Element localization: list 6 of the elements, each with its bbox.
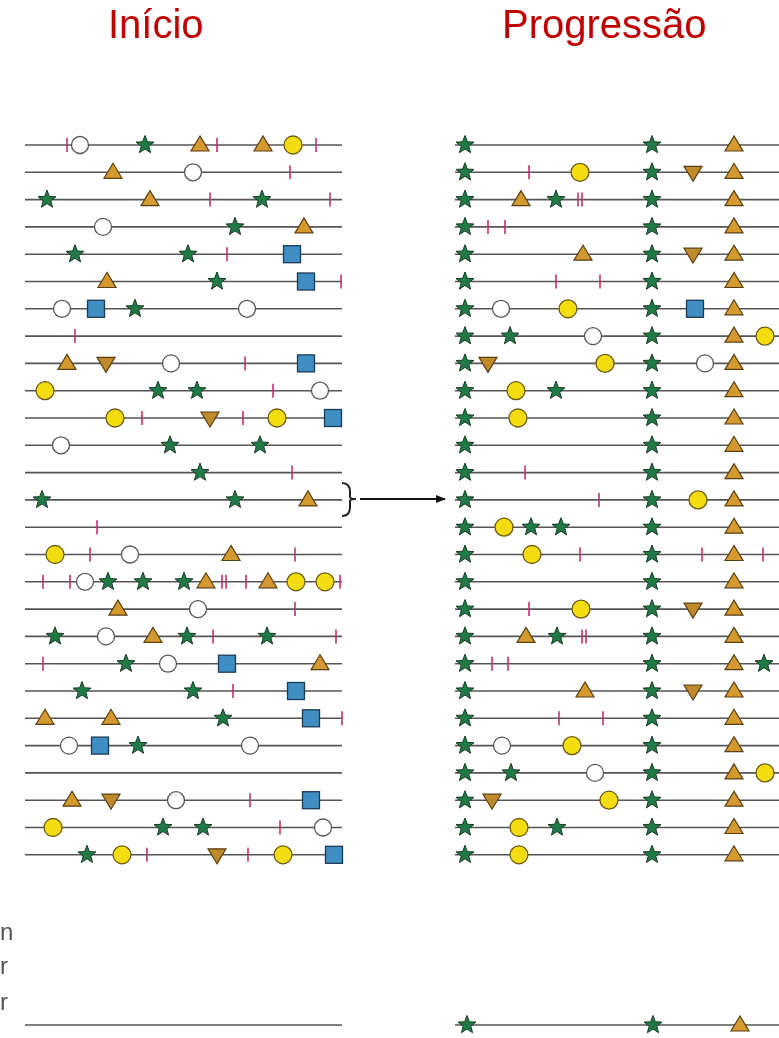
panel-title: Início [108,2,204,47]
cut-off-text: r [0,988,8,1016]
cut-off-text: n [0,918,14,946]
panel-title: Progressão [502,2,707,47]
cut-off-text: r [0,952,8,980]
arrow [359,495,446,503]
